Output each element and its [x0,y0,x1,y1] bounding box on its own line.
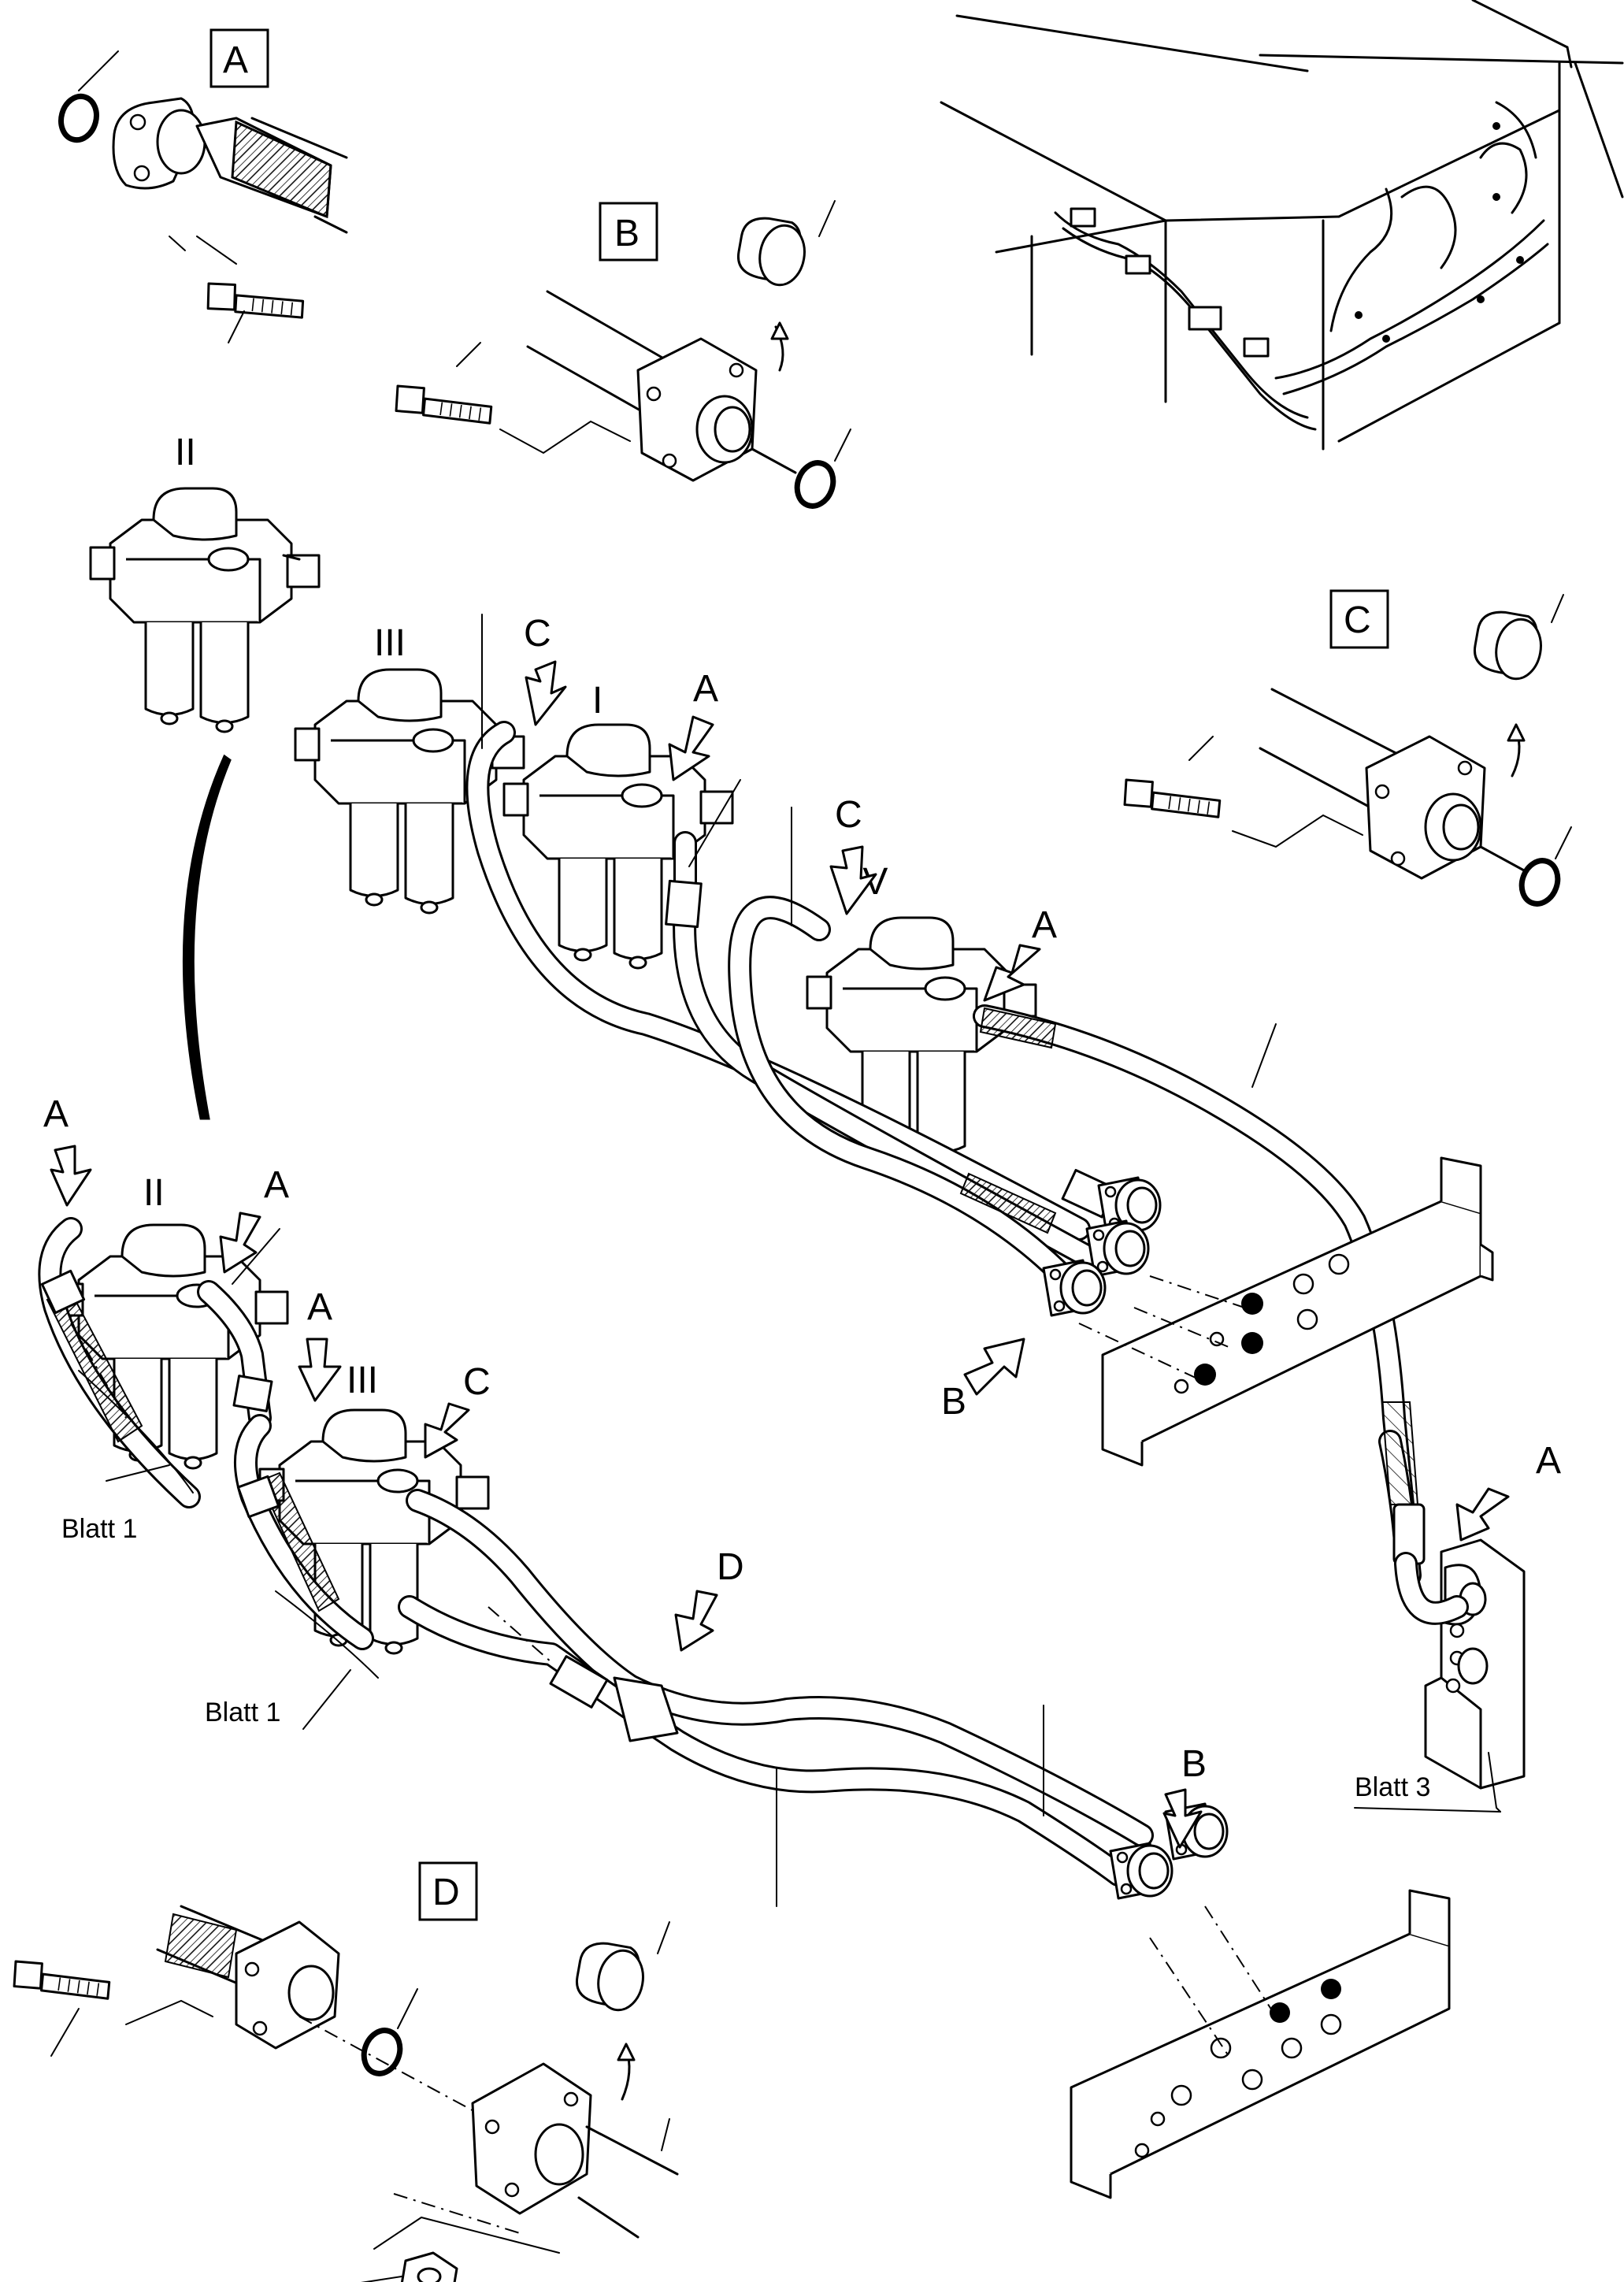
arrow-A-left-2 [219,1212,261,1274]
arrow-A-left-1 [50,1145,92,1207]
o-ring-icon [358,2025,406,2079]
arrow-A-right-label: A [1536,1440,1561,1482]
arrow-A-top-mid-label: A [693,668,718,710]
arrow-A-top-right [983,944,1041,1002]
detail-D-box [418,1861,478,1921]
bolt-icon [1116,763,1225,840]
arrow-C-top-mid [829,845,877,915]
outlet-block-right: Blatt 3 [1354,1538,1526,1813]
callout-arrows: C A C A B A A A A C D B [43,613,1561,1849]
detail-C-label: C [1344,599,1371,641]
arrow-B-bottom [1162,1788,1203,1849]
arrow-B-bottom-label: B [1181,1743,1207,1785]
arrow-A-right [1455,1487,1510,1542]
filter-I-top-label: I [592,680,603,722]
cap-plug-icon [1469,607,1548,684]
arrow-C-top-left-label: C [524,613,551,655]
cap-plug-icon [732,213,811,290]
detail-B-label: B [614,213,640,254]
mounting-plate-top [1078,1156,1494,1467]
blatt-1-label-b: Blatt 1 [205,1698,280,1727]
detail-C-box [1329,589,1389,649]
arrow-A-left-1-label: A [43,1093,69,1135]
arrow-B-top [963,1338,1025,1396]
transition-arrow [182,754,232,1120]
arrow-A-top-mid [668,715,714,781]
arrow-A-top-right-label: A [1032,904,1057,946]
blatt-1-refs: Blatt 1 Blatt 1 [61,1370,379,1730]
filter-II-top: II [89,432,321,733]
detail-D: D [6,1861,679,2282]
flange-end-icon [1042,1259,1107,1317]
top-filter-assembly: III I IV [294,614,1426,1587]
arrow-B-top-label: B [941,1381,966,1423]
filter-III-top-label: III [374,622,406,664]
detail-A-label: A [223,39,248,81]
detail-B-box [599,202,658,262]
arrow-A-left-3-label: A [307,1286,332,1328]
flange-end-icon [1109,1842,1174,1900]
arrow-C-bottom [424,1402,470,1459]
arrow-D-bottom-label: D [717,1546,744,1588]
blatt-1-label-a: Blatt 1 [61,1514,137,1544]
bolt-icon [199,267,309,341]
machine-overview [940,0,1624,451]
arrow-C-bottom-label: C [463,1361,491,1403]
filter-III-bottom-label: III [347,1360,378,1401]
mounting-plate-bottom [1070,1889,1451,2199]
arrow-C-top-mid-label: C [835,794,862,836]
o-ring-icon [57,92,102,143]
detail-A-box [209,28,269,88]
arrow-A-left-2-label: A [264,1164,289,1206]
cap-plug-icon [571,1938,650,2015]
o-ring-icon [1516,855,1563,909]
o-ring-icon [792,458,839,511]
filter-II-bottom-label: II [143,1172,165,1214]
arrow-D-bottom [674,1590,718,1652]
filter-II-top-label: II [175,432,196,473]
arrow-C-top-left [525,660,567,726]
blatt-3-label: Blatt 3 [1355,1772,1430,1802]
detail-D-label: D [432,1872,460,1913]
bottom-filter-assembly: II III [38,1172,1229,1907]
detail-B: B [387,200,851,511]
detail-C: C [1116,589,1572,909]
detail-A: A [57,28,348,343]
filter-block-icon [89,487,321,733]
bolt-icon [387,369,497,447]
arrow-A-left-3 [298,1338,342,1402]
bolt-icon [6,1945,115,2022]
